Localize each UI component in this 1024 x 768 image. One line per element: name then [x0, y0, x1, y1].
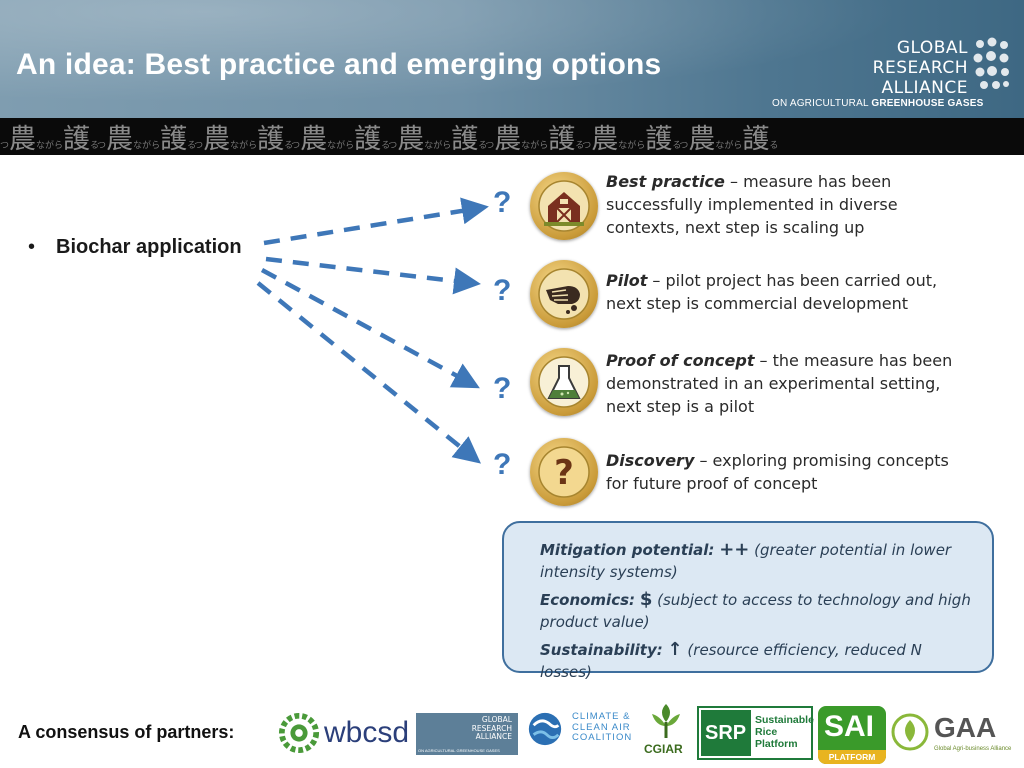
- sustainability-label: Sustainability:: [540, 641, 663, 659]
- kanji-glyph-group: つ農ながら護る: [0, 124, 100, 155]
- stage-text: – exploring promising concepts for futur…: [606, 451, 949, 493]
- gra-sub-prefix: ON AGRICULTURAL: [772, 98, 869, 109]
- stage-proof-of-concept: Proof of concept – the measure has been …: [606, 349, 956, 418]
- question-mark-4: ?: [493, 448, 512, 481]
- srp-short: SRP: [705, 722, 747, 744]
- arrow-to-proof-of-concept: [260, 268, 480, 389]
- srp-badge: SRP: [701, 710, 751, 756]
- ccac-globe-icon: [528, 712, 562, 746]
- ccac-line3: COALITION: [572, 732, 633, 743]
- mitigation-symbol: ++: [719, 539, 750, 560]
- slide-title: An idea: Best practice and emerging opti…: [16, 48, 662, 81]
- economics-symbol: $: [639, 589, 653, 610]
- sustainability-symbol: ↑: [667, 639, 683, 660]
- kanji-glyph-group: つ農ながら護る: [388, 124, 488, 155]
- bullet-text: Biochar application: [56, 236, 242, 258]
- flask-icon: [530, 348, 598, 416]
- question-mark-1: ?: [493, 186, 512, 219]
- gaa-leaf-icon: [891, 713, 929, 751]
- cgiar-wordmark: CGIAR: [644, 742, 683, 756]
- sai-wordmark: SAI: [824, 710, 875, 743]
- sai-platform: PLATFORM: [818, 750, 886, 764]
- stage-title: Discovery: [606, 451, 695, 470]
- gra-footer-logo: GLOBAL RESEARCH ALLIANCE ON AGRICULTURAL…: [416, 713, 518, 755]
- ccac-line1: CLIMATE &: [572, 711, 631, 722]
- arrow-to-discovery: [256, 281, 481, 464]
- arrow-to-pilot: [265, 256, 481, 295]
- gra-logo-line1: GLOBAL: [896, 38, 968, 58]
- srp-line3: Platform: [755, 738, 798, 750]
- stage-title: Best practice: [606, 172, 725, 191]
- question-mark-3: ?: [493, 372, 512, 405]
- kanji-glyph-group: つ農ながら護る: [97, 124, 197, 155]
- partners-label: A consensus of partners:: [18, 722, 235, 742]
- gra-footer-line1: GLOBAL: [481, 715, 512, 724]
- svg-text:?: ?: [554, 453, 574, 493]
- gaa-wordmark: GAA: [934, 712, 997, 743]
- kanji-glyph-group: つ農ながら護る: [485, 124, 585, 155]
- mitigation-text: (greater potential in lower intensity sy…: [540, 541, 952, 581]
- hand-seed-icon: [530, 260, 598, 328]
- gra-sub-bold: GREENHOUSE GASES: [871, 98, 984, 109]
- globe-dots-icon: [973, 37, 1009, 89]
- mitigation-label: Mitigation potential:: [540, 541, 715, 559]
- wbcsd-logo: wbcsd: [278, 710, 410, 756]
- ccac-text: CLIMATE & CLEAN AIR COALITION: [572, 711, 633, 744]
- question-icon: ?: [530, 438, 598, 506]
- gra-footer-line2: RESEARCH: [471, 723, 512, 733]
- question-mark-2: ?: [493, 274, 512, 307]
- gra-logo-subtitle: ON AGRICULTURAL GREENHOUSE GASES: [772, 98, 984, 109]
- srp-line1: Sustainable: [755, 714, 814, 726]
- gra-footer-line3: ALLIANCE: [475, 732, 512, 741]
- stage-text: – the measure has been demonstrated in a…: [606, 351, 953, 416]
- srp-line2: Rice: [755, 726, 778, 738]
- header-haze: [0, 0, 1024, 118]
- kanji-glyph-group: つ農ながら護る: [291, 124, 391, 155]
- stage-discovery: Discovery – exploring promising concepts…: [606, 449, 956, 495]
- barn-icon: [530, 172, 598, 240]
- stage-pilot: Pilot – pilot project has been carried o…: [606, 269, 956, 315]
- mitigation-line: Mitigation potential: ++ (greater potent…: [540, 539, 974, 583]
- srp-long: Sustainable Rice Platform: [755, 714, 814, 750]
- bullet-dot: •: [28, 236, 36, 258]
- gra-logo-line3: ALLIANCE: [881, 78, 968, 98]
- sai-logo: SAI PLATFORM: [818, 706, 886, 764]
- wbcsd-gear-icon: [278, 712, 320, 754]
- stage-title: Pilot: [606, 271, 648, 290]
- assessment-box: Mitigation potential: ++ (greater potent…: [502, 521, 994, 681]
- srp-logo: SRP Sustainable Rice Platform: [697, 706, 814, 760]
- gaa-subtitle: Global Agri-business Alliance: [934, 746, 1012, 752]
- header-banner: An idea: Best practice and emerging opti…: [0, 0, 1024, 118]
- economics-text: (subject to access to technology and hig…: [540, 591, 971, 631]
- ccac-line2: CLEAN AIR: [572, 721, 631, 733]
- economics-label: Economics:: [540, 591, 636, 609]
- gra-logo-line2: RESEARCH: [872, 58, 968, 78]
- stage-best-practice: Best practice – measure has been success…: [606, 170, 956, 239]
- ccac-logo: CLIMATE & CLEAN AIR COALITION: [526, 708, 634, 754]
- kanji-glyph-group: つ農ながら護る: [582, 124, 682, 155]
- sustainability-line: Sustainability: ↑ (resource efficiency, …: [540, 639, 974, 683]
- stage-title: Proof of concept: [606, 351, 755, 370]
- cgiar-leaf-icon: [652, 704, 680, 738]
- stage-text: – pilot project has been carried out, ne…: [606, 271, 938, 313]
- gra-footer-text: GLOBAL RESEARCH ALLIANCE: [471, 715, 512, 742]
- cgiar-logo: CGIAR: [642, 700, 690, 758]
- kanji-band: つ農ながら護るつ農ながら護るつ農ながら護るつ農ながら護るつ農ながら護るつ農ながら…: [0, 118, 1024, 155]
- gra-footer-sub: ON AGRICULTURAL GREENHOUSE GASES: [418, 748, 500, 753]
- arrow-to-best-practice: [263, 197, 489, 246]
- stage-text: – measure has been successfully implemen…: [606, 172, 898, 237]
- gra-logo-text: GLOBAL RESEARCH ALLIANCE: [873, 38, 968, 98]
- kanji-glyph-group: つ農ながら護る: [194, 124, 294, 155]
- gra-header-logo: GLOBAL RESEARCH ALLIANCE ON AGRICULTURAL…: [772, 36, 1012, 114]
- bullet-item: • Biochar application: [28, 236, 242, 259]
- economics-line: Economics: $ (subject to access to techn…: [540, 589, 974, 633]
- kanji-glyph-group: つ農ながら護る: [679, 124, 779, 155]
- sustainability-text: (resource efficiency, reduced N losses): [540, 641, 922, 681]
- wbcsd-wordmark: wbcsd: [324, 716, 410, 749]
- gaa-logo: GAA Global Agri-business Alliance: [890, 708, 1022, 760]
